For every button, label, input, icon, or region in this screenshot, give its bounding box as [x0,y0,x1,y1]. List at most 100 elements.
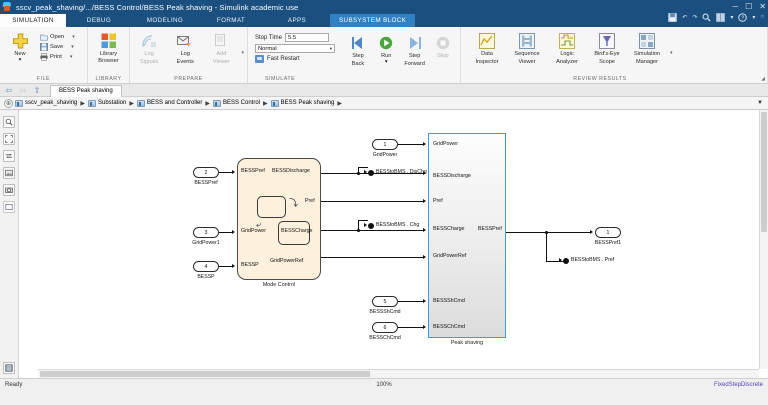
search-icon[interactable] [702,13,711,22]
fast-restart-toggle[interactable]: Fast Restart [255,55,335,63]
save-caret[interactable]: ▾ [71,43,74,50]
breadcrumb-item-bess-control[interactable]: BESS Control [212,99,260,107]
model-tab-bess-peak-shaving[interactable]: BESS Peak shaving [50,84,122,97]
help-dropdown-caret[interactable]: ▾ [752,14,756,21]
open-label: Open [50,33,65,40]
birds-eye-scope-button[interactable]: Bird's-Eye Scope [590,30,624,65]
breadcrumb-dropdown-caret[interactable]: ▼ [757,100,763,106]
save-label: Save [50,43,64,50]
layout-icon[interactable] [716,12,726,22]
forward-icon[interactable]: ⇨ [19,85,27,95]
rectangle-icon[interactable] [3,201,15,213]
prepare-overflow-caret[interactable]: ▾ [241,50,244,56]
data-inspector-icon [478,32,496,50]
logic-analyzer-button[interactable]: Logic Analyzer [550,30,584,65]
tab-simulation[interactable]: SIMULATION [0,14,66,27]
breadcrumb-item-bess-and-controller[interactable]: BESS and Controller [136,99,202,107]
minimize-ribbon-icon[interactable]: ○ [760,14,764,20]
open-caret[interactable]: ▾ [72,33,75,40]
window-controls[interactable]: ─ ☐ ✕ [732,0,766,14]
back-icon[interactable]: ⇦ [5,85,13,95]
peak-shaving-subsystem[interactable] [428,133,506,338]
mode-control-input-bessp: BESSP [241,262,259,268]
junction-besspref [545,231,548,234]
canvas-vertical-scrollbar[interactable] [759,110,768,369]
model-canvas[interactable]: 2 BESSPref 3 GridPower1 4 BESSP 1 GridPo… [19,110,768,378]
junction-besscharge [357,229,360,232]
new-caret[interactable]: ▾ [18,56,22,63]
goto-tag-chg: BESStoBMS . Chg [376,222,420,228]
zoom-level[interactable]: 100% [376,381,392,388]
library-browser-button[interactable]: Library Browser [92,30,126,64]
log-events-button[interactable]: Log Events [169,30,201,65]
horizontal-scroll-thumb[interactable] [40,371,370,377]
ribbon-tab-bar[interactable]: SIMULATION DEBUG MODELING FORMAT APPS SU… [0,14,768,27]
open-button[interactable]: Open ▾ [39,32,76,41]
breadcrumb-item-bess-peak-shaving[interactable]: BESS Peak shaving [270,99,334,107]
model-advisor-icon[interactable] [3,362,15,374]
simulation-mode-select[interactable]: Normal ▾ [255,44,335,53]
maximize-button[interactable]: ☐ [745,2,753,11]
mode-control-input-besspref: BESSPref [241,168,265,174]
mode-state-2[interactable] [278,221,310,245]
run-caret[interactable]: ▾ [384,58,388,65]
run-button[interactable]: Run ▾ [372,32,400,65]
tab-format[interactable]: FORMAT [216,17,246,24]
tab-apps[interactable]: APPS [287,17,307,24]
quick-access-toolbar[interactable]: ↶ ↷ ▾ ? ▾ ○ [668,11,764,23]
tab-modeling[interactable]: MODELING [146,17,184,24]
minimize-button[interactable]: ─ [732,2,739,11]
inport-4[interactable]: 4 [193,261,219,272]
ribbon-group-review-results: Data Inspector Sequence Viewer Logic Ana… [461,27,768,83]
tab-subsystem-block[interactable]: SUBSYSTEM BLOCK [330,14,416,27]
breadcrumb-item-substation[interactable]: Substation [88,99,126,107]
stop-button[interactable]: Stop [429,32,457,60]
tab-debug[interactable]: DEBUG [86,17,112,24]
camera-icon[interactable] [3,184,15,196]
outport-1[interactable]: 1 [595,227,621,238]
data-inspector-button[interactable]: Data Inspector [470,30,504,65]
undo-icon[interactable]: ↶ [682,14,688,21]
stop-time-input[interactable]: 5.5 [285,33,330,42]
breadcrumb-expand-icon[interactable]: ⊕ [4,98,13,108]
vertical-scroll-thumb[interactable] [761,112,767,232]
inport-1[interactable]: 1 [372,139,398,150]
flip-direction-icon[interactable] [3,150,15,162]
fit-to-view-icon[interactable] [3,133,15,145]
inport-2[interactable]: 2 [193,167,219,178]
redo-icon[interactable]: ↷ [692,14,698,21]
ribbon-expander-icon[interactable]: ◢ [761,76,765,82]
inport-6[interactable]: 6 [372,322,398,333]
add-viewer-button[interactable]: Add Viewer [205,30,237,65]
image-icon[interactable] [3,167,15,179]
step-forward-button[interactable]: Step Forward [400,32,428,67]
file-group-label: FILE [36,76,51,82]
layout-dropdown-caret[interactable]: ▾ [730,14,734,21]
inport-5[interactable]: 5 [372,296,398,307]
help-icon[interactable]: ? [738,12,748,22]
solver-name[interactable]: FixedStepDiscrete [713,381,764,388]
log-signals-button[interactable]: Log Signals [133,30,165,65]
mode-state-1[interactable] [257,196,286,218]
inport-3[interactable]: 3 [193,227,219,238]
up-to-parent-icon[interactable]: ⇧ [33,85,41,95]
log-events-icon [176,32,194,50]
simulation-manager-label-1: Simulation [633,51,661,57]
close-button[interactable]: ✕ [759,2,766,11]
sequence-viewer-button[interactable]: Sequence Viewer [510,30,544,65]
save-button[interactable]: Save ▾ [39,42,76,51]
breadcrumb-item-sscv-peak-shaving[interactable]: sscv_peak_shaving [15,99,77,107]
mode-control-block[interactable]: ⤵ ⤶ [237,158,321,280]
breadcrumb-separator: ▶ [337,100,342,107]
step-back-button[interactable]: Step Back [344,32,372,67]
save-icon[interactable] [668,12,678,22]
review-overflow-caret[interactable]: ▾ [670,50,673,56]
simulation-manager-button[interactable]: Simulation Manager [630,30,664,65]
ribbon-group-prepare: Log Signals Log Events Add Viewer ▾ PREP… [130,27,248,83]
zoom-icon[interactable] [3,116,15,128]
canvas-horizontal-scrollbar[interactable] [38,369,759,378]
new-button[interactable]: New ▾ [3,30,37,63]
breadcrumb-separator: ▶ [129,100,134,107]
print-caret[interactable]: ▾ [69,53,73,60]
print-button[interactable]: Print ▾ [39,52,76,61]
